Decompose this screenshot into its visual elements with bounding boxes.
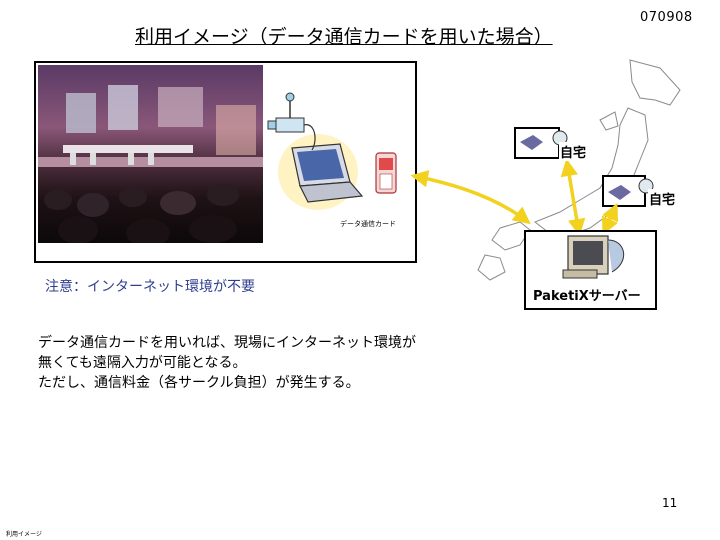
venue-photo xyxy=(38,65,263,243)
laptop-icon xyxy=(278,134,364,210)
slide-id: 070908 xyxy=(640,10,693,25)
home-label-1: 自宅 xyxy=(559,142,588,161)
body-line-1: データ通信カードを用いれば、現場にインターネット環境が xyxy=(38,335,416,351)
venue-photo-drawing xyxy=(38,65,263,243)
slide-title: 利用イメージ（データ通信カードを用いた場合） xyxy=(135,26,553,48)
body-line-3: ただし、通信料金（各サークル負担）が発生する。 xyxy=(38,375,360,391)
note-text: 注意：インターネット環境が不要 xyxy=(45,279,255,295)
home-computer-icon-1 xyxy=(514,127,568,159)
arrow-card-to-server xyxy=(410,170,531,225)
body-line-2: 無くても遠隔入力が可能となる。 xyxy=(38,355,247,371)
body-text: データ通信カードを用いれば、現場にインターネット環境が 無くても遠隔入力が可能と… xyxy=(38,333,416,393)
arrow-home2-to-server xyxy=(601,202,619,236)
arrow-home1-to-server xyxy=(560,158,586,237)
mobile-phone-icon xyxy=(375,152,397,194)
connection-arrows xyxy=(410,158,619,237)
server-label: PaketiXサーバー xyxy=(533,289,641,304)
data-card-label: データ通信カード xyxy=(340,220,396,228)
home-label-2: 自宅 xyxy=(648,189,677,208)
footer-text: 利用イメージ xyxy=(6,531,42,538)
page-number: 11 xyxy=(662,496,678,510)
antenna-device-icon xyxy=(267,92,316,151)
home-computer-icon-2 xyxy=(602,175,654,207)
